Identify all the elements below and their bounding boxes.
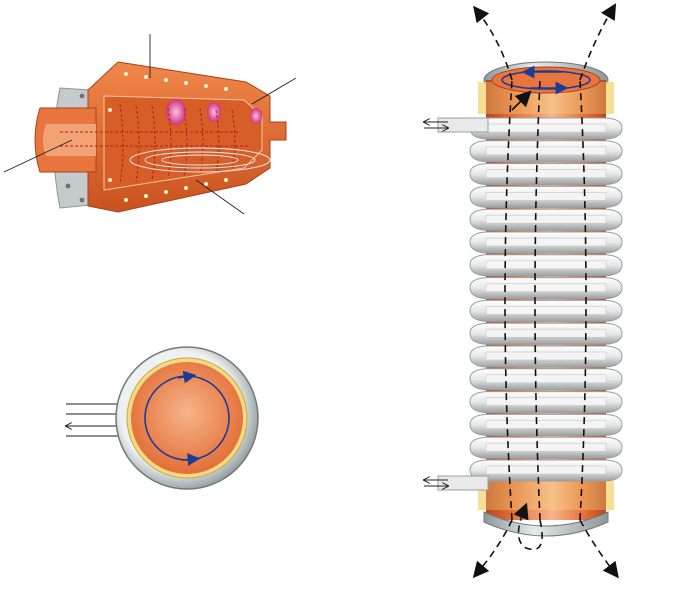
coil-turn-gap <box>485 169 607 178</box>
coil-turn-gap <box>485 306 607 315</box>
furnace-rivets <box>108 72 228 202</box>
coil-turn-gap <box>485 374 607 384</box>
furnace-cavity <box>103 95 263 191</box>
coil-turn-gap <box>485 397 607 406</box>
coil-turn-gap <box>485 420 607 429</box>
solenoid-leads <box>424 117 489 491</box>
eddy-arrow-bottom <box>181 453 201 466</box>
coil-turn-gap <box>485 192 607 201</box>
eddy-arrow-top <box>177 370 197 384</box>
coil-turn-gap <box>485 283 607 292</box>
coil-turn-gap <box>485 237 607 247</box>
field-arrows <box>472 3 619 579</box>
magnetic-field-lines <box>504 79 587 521</box>
coil-turn-gap <box>485 442 607 452</box>
cross-section-copper-disk <box>131 362 243 474</box>
solenoid-bottom-rim <box>483 511 609 537</box>
coil-turn-gap <box>485 146 607 156</box>
coil-turn-gap <box>485 328 607 338</box>
furnace-cutaway <box>3 34 297 215</box>
heated-charge-blobs <box>166 99 262 125</box>
field-arrow-inner-top <box>511 90 532 111</box>
furnace-leader-lines <box>3 34 297 215</box>
coil-turn-gap <box>485 214 607 224</box>
cross-section-view <box>66 346 259 490</box>
coil-turn-gap <box>485 260 607 270</box>
coil-turn-gap <box>485 123 607 133</box>
furnace-field-loops <box>129 147 271 173</box>
coil-turn-gap <box>485 351 607 361</box>
coil-turn-gap <box>485 465 607 475</box>
solenoid-coil <box>424 3 623 579</box>
